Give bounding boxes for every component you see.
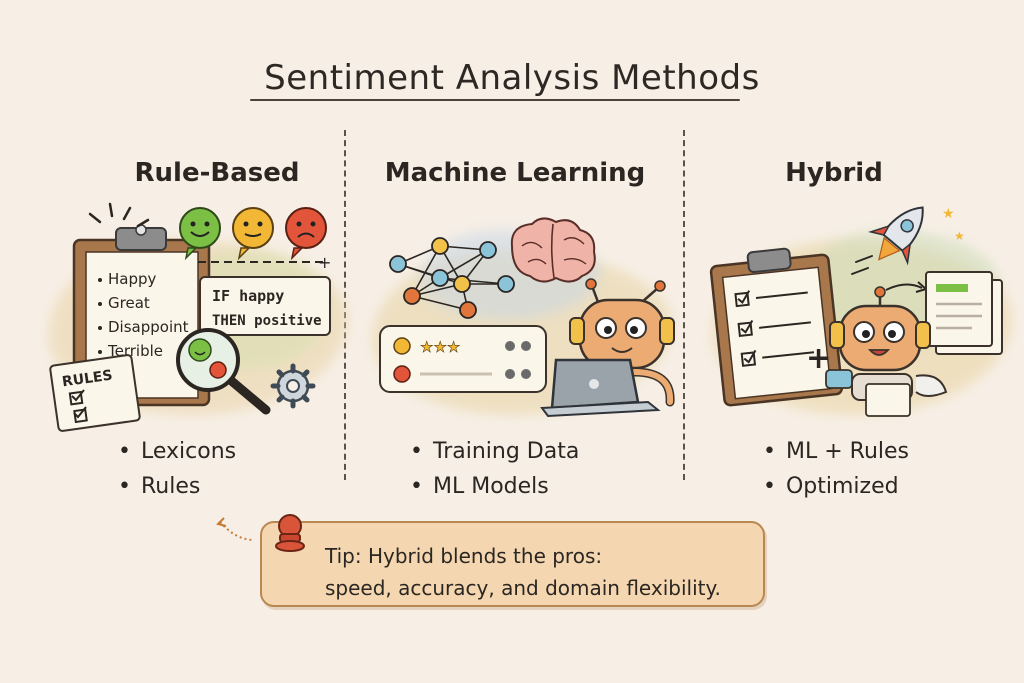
gear-icon [270,363,316,409]
sparkle-lines-icon [88,202,150,228]
neural-network-icon [389,237,515,319]
star-icon: ★ [954,229,965,243]
bullet-item: Training Data [410,434,579,469]
bullet-dot [98,326,102,330]
column-heading-rule-based: Rule-Based [134,158,300,188]
column-heading-machine-learning: Machine Learning [384,158,646,188]
sad-face-icon [285,207,327,261]
clipboard-word: Great [108,294,150,312]
bullet-item: Rules [118,469,236,504]
column-divider-right [683,130,685,480]
brain-icon [510,217,596,283]
bullet-item: ML Models [410,469,579,504]
magnifier-icon [176,328,271,415]
machine-learning-illustration: ★★★ [379,217,675,418]
plus-mark: + [318,253,331,272]
checklist-clipboard-icon [709,247,844,407]
rule-based-illustration: Happy Great Disappoint Terrible [49,202,331,432]
tip-line-1: Tip: Hybrid blends the pros: [325,544,603,568]
tip-line-2: speed, accuracy, and domain flexibility. [325,576,721,600]
rules-card [49,354,141,432]
bullet-item: Optimized [763,469,909,504]
hybrid-illustration: ★ ★ + [709,206,1003,417]
bullet-dot [98,350,102,354]
rule-note-line: THEN positive [212,313,322,329]
bullet-list-hybrid: ML + Rules Optimized [763,434,909,504]
bullet-list-rule-based: Lexicons Rules [118,434,236,504]
clipboard-word: Happy [108,270,157,288]
note-card [865,383,911,417]
happy-face-icon [179,207,221,261]
title-underline [250,99,740,101]
laptop-icon [540,358,661,418]
neutral-face-icon [232,207,274,261]
star-icon: ★ [942,206,955,222]
column-heading-hybrid: Hybrid [785,158,883,188]
rocket-icon [867,206,924,266]
tip-text: Tip: Hybrid blends the pros: speed, accu… [325,540,755,604]
rule-note-line: IF happy [212,287,284,305]
page-title: Sentiment Analysis Methods [264,58,760,98]
rules-card-label: RULES [61,367,113,390]
clipboard-word: Disappoint [108,318,189,336]
bullet-item: ML + Rules [763,434,909,469]
document-icon [925,271,1003,355]
robot-icon [569,278,675,407]
bullet-dot [98,302,102,306]
bullet-item: Lexicons [118,434,236,469]
bullet-dot [98,278,102,282]
rule-note-card [199,276,331,336]
tip-box [260,521,765,607]
flow-arrow [885,283,923,291]
pushpin-icon [216,514,305,552]
bullet-list-machine-learning: Training Data ML Models [410,434,579,504]
speed-lines [851,255,873,275]
svg-text:★★★: ★★★ [420,338,460,356]
review-card-icon: ★★★ [379,325,547,393]
